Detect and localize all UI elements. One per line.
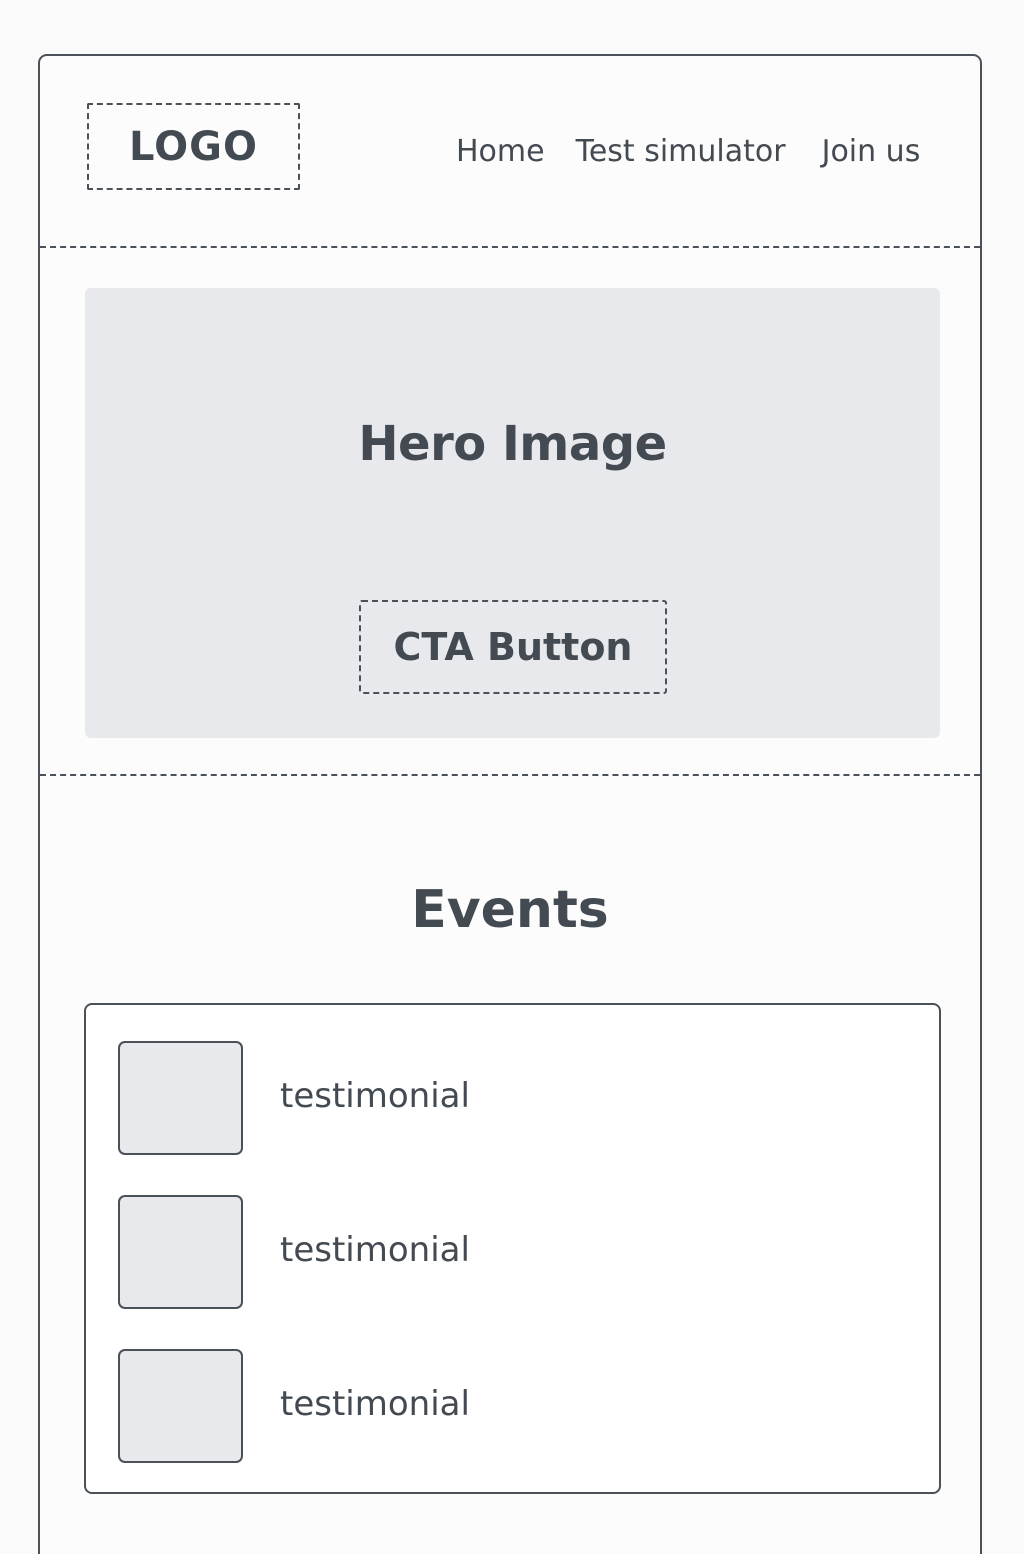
testimonial-thumbnail xyxy=(118,1195,243,1309)
testimonial-text: testimonial xyxy=(280,1230,470,1270)
testimonial-text: testimonial xyxy=(280,1384,470,1424)
header-divider xyxy=(40,246,980,248)
testimonial-thumbnail xyxy=(118,1349,243,1463)
main-nav: Home Test simulator Join us xyxy=(456,134,920,169)
logo[interactable]: LOGO xyxy=(87,103,300,190)
testimonial-thumbnail xyxy=(118,1041,243,1155)
hero-title: Hero Image xyxy=(358,416,667,472)
hero-divider xyxy=(40,774,980,776)
events-heading: Events xyxy=(411,880,609,940)
testimonial-text: testimonial xyxy=(280,1076,470,1116)
events-list: testimonial testimonial testimonial xyxy=(84,1003,941,1494)
list-item[interactable]: testimonial xyxy=(118,1349,898,1463)
list-item[interactable]: testimonial xyxy=(118,1195,898,1309)
cta-button-label: CTA Button xyxy=(393,625,633,669)
logo-text: LOGO xyxy=(129,123,258,170)
cta-button[interactable]: CTA Button xyxy=(359,600,667,694)
list-item[interactable]: testimonial xyxy=(118,1041,898,1155)
nav-link-join-us[interactable]: Join us xyxy=(821,134,921,169)
nav-link-test-simulator[interactable]: Test simulator xyxy=(575,134,786,169)
hero-image-placeholder: Hero Image CTA Button xyxy=(85,288,940,738)
nav-link-home[interactable]: Home xyxy=(456,134,545,169)
